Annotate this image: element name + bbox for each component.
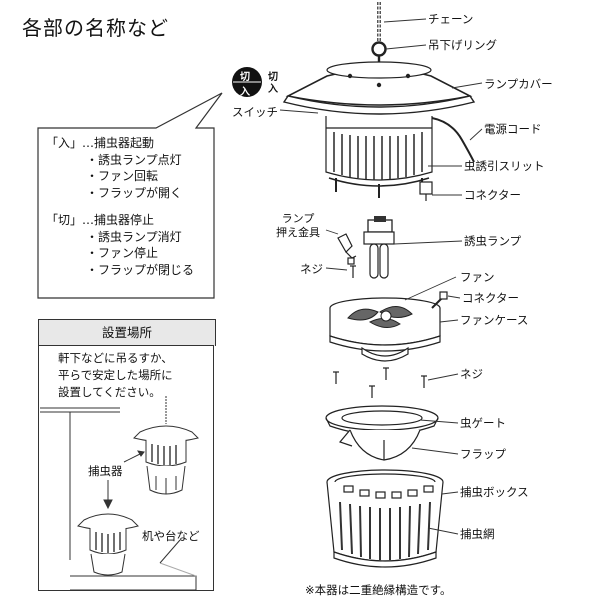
install-device-label: 捕虫器 [88,464,123,478]
leader-lines [279,18,483,535]
on-heading: 「入」…捕虫器起動 [46,136,155,150]
top-connector [419,181,433,201]
label-trap-box: 捕虫ボックス [460,485,529,499]
label-lamp-holder-line2: 押え金具 [276,226,320,239]
off-heading: 「切」…捕虫器停止 [46,213,155,227]
install-line: 軒下などに吊るすか、 [58,351,173,365]
lamp-screw [350,265,356,278]
install-line: 平らで安定した場所に [58,368,173,382]
label-hanging-ring: 吊下げリング [428,38,497,52]
switch-description: 「入」…捕虫器起動 ・誘虫ランプ点灯 ・ファン回転 ・フラップが開く 「切」…捕… [46,135,194,278]
label-connector-top: コネクター [464,188,522,202]
footnote: ※本器は二重絶縁構造です。 [305,583,452,597]
switch-side-labels: 切 入 [268,72,278,96]
screws [333,367,427,398]
on-item: ・誘虫ランプ点灯 [86,152,182,167]
label-lure-lamp: 誘虫ランプ [464,234,522,248]
label-lamp-holder: ランプ 押え金具 [276,212,320,240]
off-item: ・フラップが閉じる [86,262,195,277]
fan-connector [431,291,448,309]
fan [347,306,413,328]
label-lamp-holder-line1: ランプ [281,212,315,225]
install-box [38,345,214,591]
lure-lamp [363,216,395,279]
page-title: 各部の名称など [22,16,169,40]
switch-icon-on-mark: 入 [240,87,250,98]
label-chain: チェーン [428,12,474,26]
trap-box [326,469,444,568]
lamp-cover [282,61,476,115]
switch-icon [232,67,262,97]
label-power-cord: 電源コード [484,122,542,136]
label-flap: フラップ [460,447,506,461]
label-fan: ファン [460,270,495,284]
label-trap-net: 捕虫網 [460,527,495,541]
install-instructions: 軒下などに吊るすか、 平らで安定した場所に 設置してください。 [58,350,173,401]
insect-gate [325,405,439,436]
lamp-holder-bracket [337,233,357,265]
switch-icon-off-mark: 切 [240,72,250,83]
label-switch: スイッチ [232,105,278,119]
flap-shape [338,429,421,461]
switch-callout-bubble [37,92,223,299]
off-item: ・誘虫ランプ消灯 [86,229,182,244]
upper-cage [325,116,433,198]
label-slit: 虫誘引スリット [464,159,545,173]
label-screw-2: ネジ [460,367,483,381]
fan-case [329,297,441,362]
on-item: ・フラップが開く [86,185,183,200]
install-heading: 設置場所 [38,319,216,346]
power-cord [431,117,475,163]
switch-side-on: 入 [268,84,278,95]
label-fan-case: ファンケース [460,313,529,327]
label-insect-gate: 虫ゲート [460,416,506,430]
install-line: 設置してください。 [58,385,161,399]
switch-side-off: 切 [268,72,278,83]
label-lamp-cover: ランプカバー [484,77,553,91]
on-item: ・ファン回転 [86,169,159,183]
label-screw-1: ネジ [300,262,323,276]
install-table-label: 机や台など [142,529,200,543]
install-illustration [40,396,199,591]
off-item: ・ファン停止 [86,246,159,260]
label-connector-2: コネクター [462,291,520,305]
